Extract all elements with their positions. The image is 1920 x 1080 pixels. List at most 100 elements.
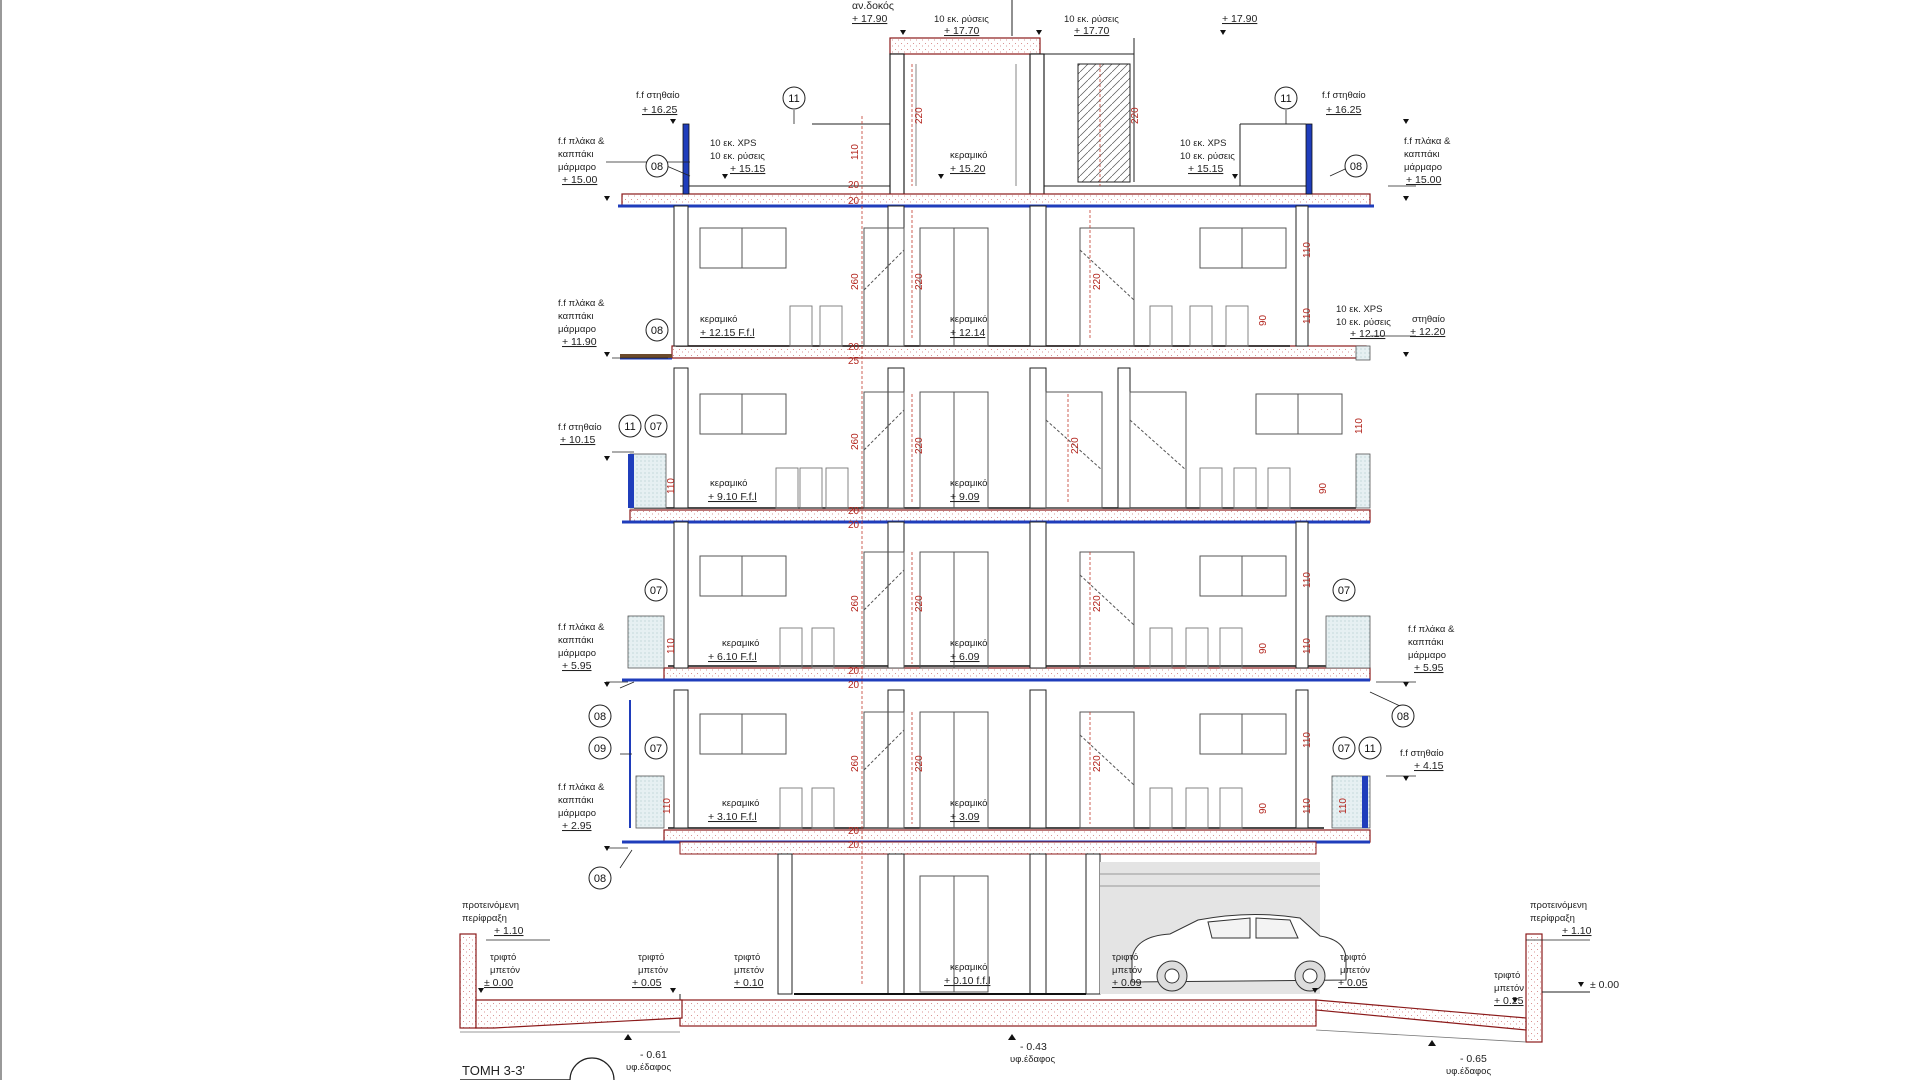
floor-level-4: + 12.14 — [950, 327, 985, 339]
ref-08-bubble: 08 — [588, 866, 612, 890]
roof-slope-right: 10 εκ. ρύσεις — [1180, 151, 1235, 162]
roof-xps-left: 10 εκ. XPS — [710, 138, 756, 149]
roof-slab — [621, 193, 1371, 207]
dim-110: 110 — [1302, 732, 1313, 748]
ref-11-bubble: 11 — [782, 86, 806, 110]
ref-09-bubble: 09 — [588, 736, 612, 760]
floor-left-2: + 6.10 F.f.l — [708, 651, 757, 663]
svg-text:08: 08 — [1397, 711, 1409, 723]
floor-finish-left-1: κεραμικό — [722, 798, 759, 809]
ref-08-bubble: 08 — [1344, 154, 1368, 178]
left-note-2-line-1: f.f πλάκα & — [558, 136, 605, 147]
windows — [699, 227, 1343, 755]
right-note-2-line-1: f.f πλάκα & — [1404, 136, 1451, 147]
svg-text:11: 11 — [788, 93, 799, 105]
ref-11-bubble: 11 — [618, 414, 642, 438]
dim-260: 260 — [850, 433, 861, 450]
section-title: ΤΟΜΗ 3-3' — [462, 1063, 525, 1078]
walls — [673, 205, 1309, 829]
left-note-6-line-3: μάρμαρο — [558, 808, 596, 819]
floor-left-1: + 3.10 F.f.l — [708, 811, 757, 823]
reference-bubbles: 11 11 08 08 08 11 07 07 07 08 08 09 07 0… — [588, 86, 1415, 890]
floor-level-1: + 3.09 — [950, 811, 980, 823]
floor-left-4: + 12.15 F.f.l — [700, 327, 755, 339]
floor-left-3: + 9.10 F.f.l — [708, 491, 757, 503]
right-note-5-level: + 4.15 — [1414, 760, 1444, 772]
beam-label: αν.δοκός — [852, 0, 894, 12]
ref-07-bubble: 07 — [1332, 578, 1356, 602]
left-note-2-level: + 15.00 — [562, 174, 597, 186]
roof-level-right: + 15.15 — [1188, 163, 1223, 175]
left-note-4-line-1: f.f στηθαίο — [558, 422, 602, 433]
svg-text:11: 11 — [1364, 743, 1375, 755]
left-note-6-line-2: καππάκι — [558, 795, 593, 806]
natural-ground-3-label: υφ.έδαφος — [1446, 1066, 1491, 1077]
svg-text:07: 07 — [1338, 743, 1350, 755]
labels: ΤΟΜΗ 3-3' αν.δοκός + 17.90 10 εκ. ρύσεις… — [462, 0, 1619, 1078]
ground-4-line-1: τριφτό — [1112, 952, 1138, 963]
right-note-3-level: + 12.20 — [1410, 326, 1445, 338]
svg-text:08: 08 — [594, 711, 606, 723]
dim-220: 220 — [1070, 437, 1081, 454]
dim-20: 20 — [848, 342, 860, 353]
right-edge-level: ± 0.00 — [1590, 979, 1619, 991]
floor-level-2: + 6.09 — [950, 651, 980, 663]
ref-08-bubble: 08 — [645, 318, 669, 342]
right-note-6-line-1: προτεινόμενη — [1530, 900, 1587, 911]
ground-4-line-2: μπετόν — [1112, 965, 1142, 976]
car-icon — [1131, 913, 1347, 992]
ground-5-level: + 0.05 — [1338, 977, 1368, 989]
ground-6-line-2: μπετόν — [1494, 983, 1524, 994]
dim-260: 260 — [850, 595, 861, 612]
ground-2-line-1: τριφτό — [638, 952, 664, 963]
left-note-3-level: + 11.90 — [562, 336, 597, 348]
floor-finish-1: κεραμικό — [950, 798, 987, 809]
svg-text:07: 07 — [650, 743, 662, 755]
dim-220: 220 — [1092, 273, 1103, 290]
ref-08-bubble: 08 — [1391, 704, 1415, 728]
dim-110: 110 — [662, 798, 673, 814]
left-note-2-line-2: καππάκι — [558, 149, 593, 160]
dim-110: 110 — [1302, 638, 1313, 654]
ref-07-bubble: 07 — [1332, 736, 1356, 760]
ref-07-bubble: 07 — [644, 736, 668, 760]
svg-text:11: 11 — [1280, 93, 1291, 105]
ground-1-line-1: τριφτό — [490, 952, 516, 963]
roof-level-left: + 15.15 — [730, 163, 765, 175]
slab-3 — [629, 509, 1371, 523]
dim-220: 220 — [914, 755, 925, 772]
ground-4-level: + 0.09 — [1112, 977, 1142, 989]
dim-20: 20 — [848, 680, 860, 691]
right-note-6-level: + 1.10 — [1562, 925, 1592, 937]
ground-5-line-1: τριφτό — [1340, 952, 1366, 963]
dim-20: 20 — [848, 196, 860, 207]
dim-110: 110 — [666, 478, 677, 494]
dim-220: 220 — [1092, 755, 1103, 772]
ref-08-bubble: 08 — [588, 704, 612, 728]
right-note-1-line-1: f.f στηθαίο — [1322, 90, 1366, 101]
section-mark — [460, 1057, 615, 1080]
dim-20: 20 — [848, 506, 860, 517]
ref-07-bubble: 07 — [644, 414, 668, 438]
ref-11-bubble: 11 — [1358, 736, 1382, 760]
floor-finish-4: κεραμικό — [950, 314, 987, 325]
roof-xps-right: 10 εκ. XPS — [1180, 138, 1226, 149]
floor-finish-left-2: κεραμικό — [722, 638, 759, 649]
roof-slope-left: 10 εκ. ρύσεις — [710, 151, 765, 162]
floor-finish-2: κεραμικό — [950, 638, 987, 649]
dim-20: 20 — [848, 826, 860, 837]
svg-text:11: 11 — [624, 421, 635, 433]
right-note-4-line-3: μάρμαρο — [1408, 650, 1446, 661]
parapet-right — [1305, 123, 1313, 195]
dim-90: 90 — [1258, 314, 1269, 326]
slope-label-b: 10 εκ. ρύσεις — [1064, 14, 1119, 25]
ground-6-level: + 0.25 — [1494, 995, 1524, 1007]
svg-text:09: 09 — [594, 743, 606, 755]
right-note-2-level: + 15.00 — [1406, 174, 1441, 186]
ground-6-line-1: τριφτό — [1494, 970, 1520, 981]
parapet-left — [682, 123, 690, 195]
ground-3-line-1: τριφτό — [734, 952, 760, 963]
slab-1 — [663, 829, 1371, 843]
top-right-level: + 17.90 — [1222, 13, 1257, 25]
left-note-6-line-1: f.f πλάκα & — [558, 782, 605, 793]
